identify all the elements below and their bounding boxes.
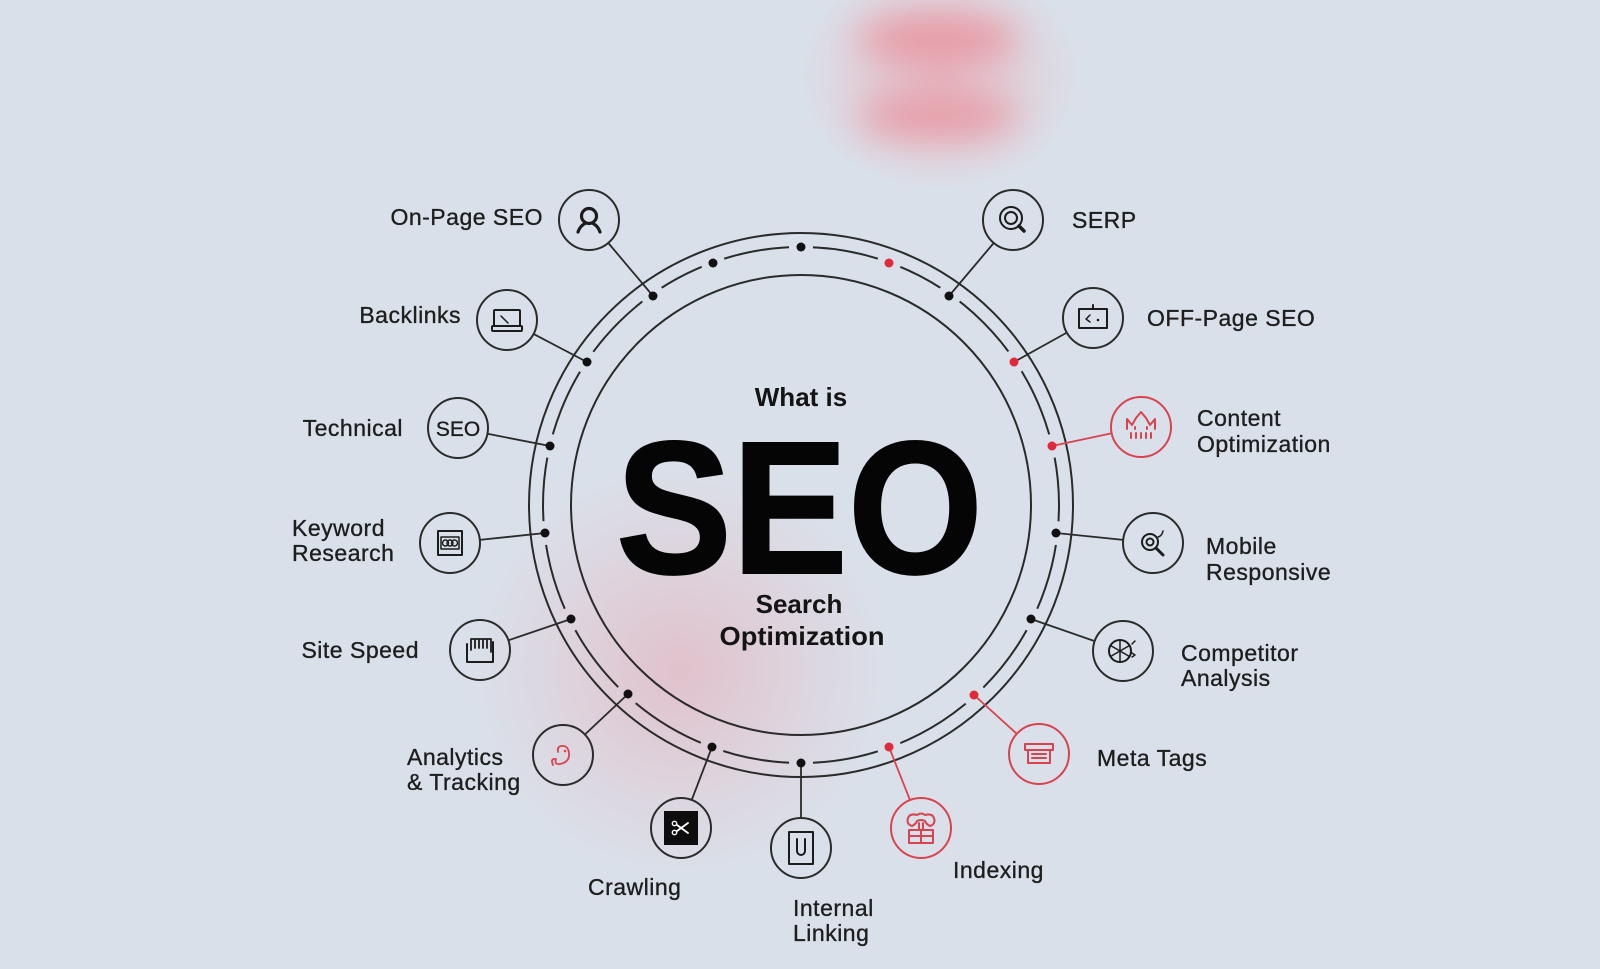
node-label: Content Optimization <box>1197 405 1331 457</box>
connector <box>533 333 588 363</box>
node-circle <box>1110 396 1172 458</box>
node-analytics-tracking: Analytics & Tracking <box>407 689 633 795</box>
node-circle <box>1092 620 1154 682</box>
center-title-block: What is SEO Search Optimization <box>615 382 984 651</box>
subtitle-optimization: Optimization <box>720 621 885 651</box>
node-circle <box>890 797 952 859</box>
ring-dot-top <box>796 242 806 252</box>
wheel-icon <box>1108 639 1136 663</box>
connector <box>584 693 629 736</box>
node-internal-linking: Internal Linking <box>770 758 881 946</box>
node-circle <box>558 189 620 251</box>
node-circle <box>1008 723 1070 785</box>
screen-arrow-icon <box>1078 304 1108 329</box>
node-circle <box>476 289 538 351</box>
what-is-heading: What is <box>755 382 847 412</box>
node-backlinks: Backlinks <box>359 289 592 367</box>
seo-title: SEO <box>616 403 983 614</box>
node-technical-seo: SEO Technical <box>302 397 555 459</box>
connector <box>1030 618 1095 642</box>
connector <box>508 618 572 642</box>
node-label: Internal Linking <box>793 895 881 946</box>
node-circle <box>532 724 594 786</box>
connector <box>479 532 546 541</box>
connector <box>1013 331 1068 363</box>
link-page-icon <box>788 831 814 865</box>
seo-text-icon: SEO <box>436 418 480 441</box>
node-circle <box>449 619 511 681</box>
magnifier-icon <box>999 206 1026 233</box>
connector <box>1055 532 1124 541</box>
ring-dot <box>1009 357 1019 367</box>
keyword-box-icon <box>437 530 463 556</box>
crown-icon <box>1126 411 1156 439</box>
node-label: Backlinks <box>359 302 461 328</box>
inner-ring <box>570 274 1032 736</box>
ring-dot <box>796 758 806 768</box>
ring-dot <box>1051 528 1061 538</box>
node-label: Indexing <box>953 857 1044 883</box>
node-circle <box>650 797 712 859</box>
ring-dot-top-right <box>884 258 894 268</box>
node-label: Competitor Analysis <box>1181 640 1305 691</box>
node-off-page-seo: OFF-Page SEO <box>1009 287 1315 367</box>
speed-comb-icon <box>466 638 494 663</box>
node-circle <box>419 512 481 574</box>
ring-dot <box>969 690 979 700</box>
ring-dot <box>623 689 633 699</box>
node-label: SERP <box>1072 207 1137 233</box>
node-label: Technical <box>303 415 403 441</box>
ring-dot <box>545 441 555 451</box>
connector <box>888 746 911 801</box>
connector <box>607 242 654 297</box>
node-label: Keyword Research <box>292 515 394 566</box>
node-label: Site Speed <box>301 637 419 663</box>
search-target-icon <box>1141 530 1165 557</box>
node-indexing: Indexing <box>884 742 1044 883</box>
ring-dot <box>944 291 954 301</box>
node-label: Mobile Responsive <box>1206 533 1331 585</box>
node-site-speed: Site Speed <box>301 614 576 681</box>
ring-dot <box>540 528 550 538</box>
node-meta-tags: Meta Tags <box>969 690 1207 785</box>
squiggle-icon <box>551 744 570 766</box>
ring-dot <box>1047 441 1057 451</box>
person-icon <box>576 206 602 234</box>
node-on-page-seo: On-Page SEO <box>390 189 658 301</box>
ring-dot <box>648 291 658 301</box>
crawler-icon <box>664 811 698 845</box>
node-circle <box>982 189 1044 251</box>
ring-dot-top-left <box>708 258 718 268</box>
trophy-box-icon <box>906 812 936 844</box>
node-content-optimization: Content Optimization <box>1047 396 1331 458</box>
ring-dot <box>884 742 894 752</box>
laptop-icon <box>491 309 523 332</box>
ring-dot <box>1026 614 1036 624</box>
subtitle-search: Search <box>756 589 843 619</box>
node-label: Meta Tags <box>1097 745 1207 771</box>
tag-box-icon <box>1024 743 1054 764</box>
node-circle <box>1122 512 1184 574</box>
node-circle <box>770 817 832 879</box>
node-competitor-analysis: Competitor Analysis <box>1026 614 1305 691</box>
connector <box>487 432 551 447</box>
node-mobile-responsive: Mobile Responsive <box>1051 512 1331 585</box>
node-label: Analytics & Tracking <box>407 744 521 795</box>
node-keyword-research: Keyword Research <box>292 512 550 574</box>
ring-dot <box>566 614 576 624</box>
node-crawling: Crawling <box>588 742 717 900</box>
ring-dot <box>707 742 717 752</box>
connector <box>948 242 995 297</box>
node-label: OFF-Page SEO <box>1147 305 1315 331</box>
node-circle <box>1062 287 1124 349</box>
node-label: Crawling <box>588 874 681 900</box>
node-serp: SERP <box>944 189 1137 301</box>
connector <box>1051 432 1112 447</box>
connector <box>973 694 1018 735</box>
ring-dot <box>582 357 592 367</box>
node-label: On-Page SEO <box>390 204 543 230</box>
node-circle <box>427 397 489 459</box>
connector <box>690 746 713 801</box>
